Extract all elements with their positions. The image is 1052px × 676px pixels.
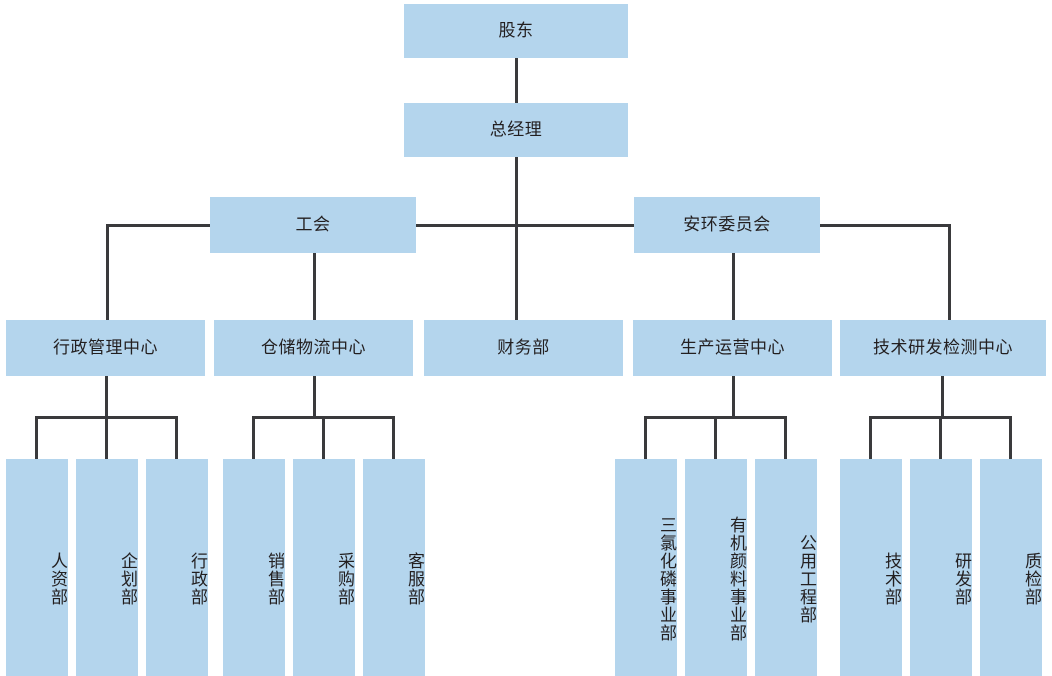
node-sales-dept[interactable]: 销售部 [223,459,285,676]
node-technology-dept[interactable]: 技术部 [840,459,902,676]
connector-admin-to-hr [35,416,38,459]
connector-production-to-pigment [714,416,717,459]
node-general-manager[interactable]: 总经理 [404,103,628,157]
node-pcl3-division[interactable]: 三氯化磷事业部 [615,459,677,676]
node-warehouse-logistics-center[interactable]: 仓储物流中心 [214,320,413,376]
connector-gm-to-finance [515,224,518,320]
connector-production-stem [732,376,735,418]
connector-production-to-pcl3 [644,416,647,459]
node-purchasing-dept[interactable]: 采购部 [293,459,355,676]
node-organic-pigment-division[interactable]: 有机颜料事业部 [685,459,747,676]
connector-techrd-to-rd [939,416,942,459]
connector-warehouse-to-sales [252,416,255,459]
node-production-ops-center[interactable]: 生产运营中心 [633,320,832,376]
connector-union-to-warehouse [313,253,316,320]
node-utility-engineering-dept[interactable]: 公用工程部 [755,459,817,676]
node-quality-inspection-dept[interactable]: 质检部 [980,459,1042,676]
connector-warehouse-to-purchasing [322,416,325,459]
node-admin-center[interactable]: 行政管理中心 [6,320,205,376]
node-safety-env-committee[interactable]: 安环委员会 [634,197,820,253]
connector-techrd-to-technology [869,416,872,459]
connector-gm-stem [515,157,518,225]
connector-admin-stem [105,376,108,418]
connector-admin-to-planning [105,416,108,459]
node-planning-dept[interactable]: 企划部 [76,459,138,676]
node-customer-service-dept[interactable]: 客服部 [363,459,425,676]
connector-committee-to-production [732,253,735,320]
connector-bus-left-drop [106,224,109,320]
connector-techrd-to-quality [1009,416,1012,459]
connector-warehouse-stem [313,376,316,418]
node-tech-rd-testing-center[interactable]: 技术研发检测中心 [840,320,1046,376]
node-administration-dept[interactable]: 行政部 [146,459,208,676]
connector-warehouse-to-customer-service [392,416,395,459]
connector-techrd-stem [941,376,944,418]
node-shareholder[interactable]: 股东 [404,4,628,58]
connector-admin-to-administration [175,416,178,459]
node-hr-dept[interactable]: 人资部 [6,459,68,676]
connector-shareholder-to-gm [515,58,518,103]
connector-production-to-utility [784,416,787,459]
node-labor-union[interactable]: 工会 [210,197,416,253]
connector-bus-right-drop [948,224,951,320]
node-rd-dept[interactable]: 研发部 [910,459,972,676]
node-finance-dept[interactable]: 财务部 [424,320,623,376]
